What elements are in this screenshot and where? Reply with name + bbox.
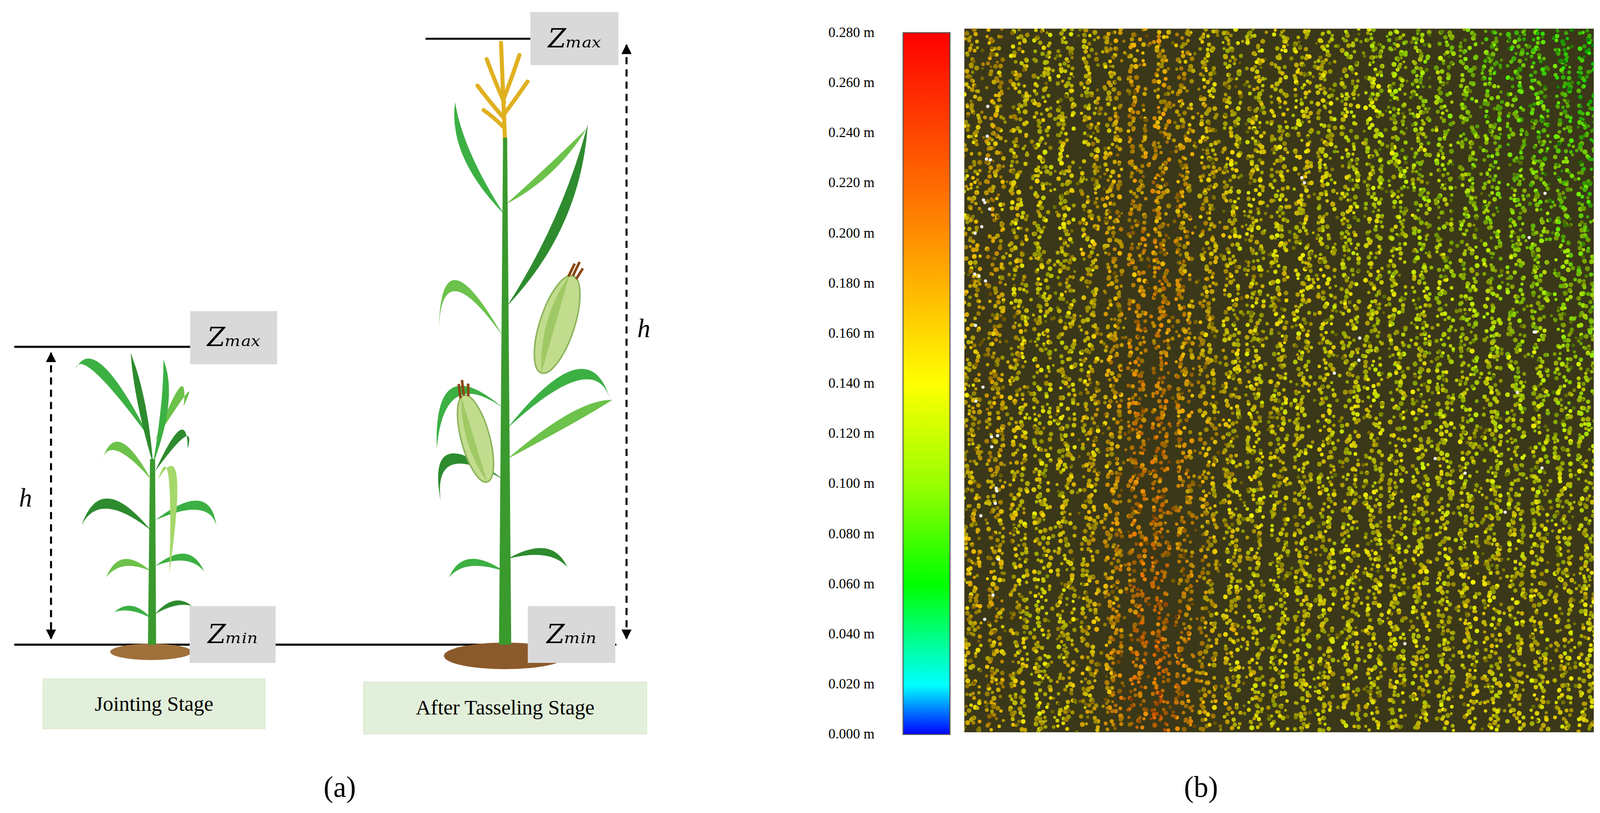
figure: ZₘₐₓZₘᵢₙJointing StageZₘₐₓZₘᵢₙAfter Tass… [0, 0, 1600, 813]
